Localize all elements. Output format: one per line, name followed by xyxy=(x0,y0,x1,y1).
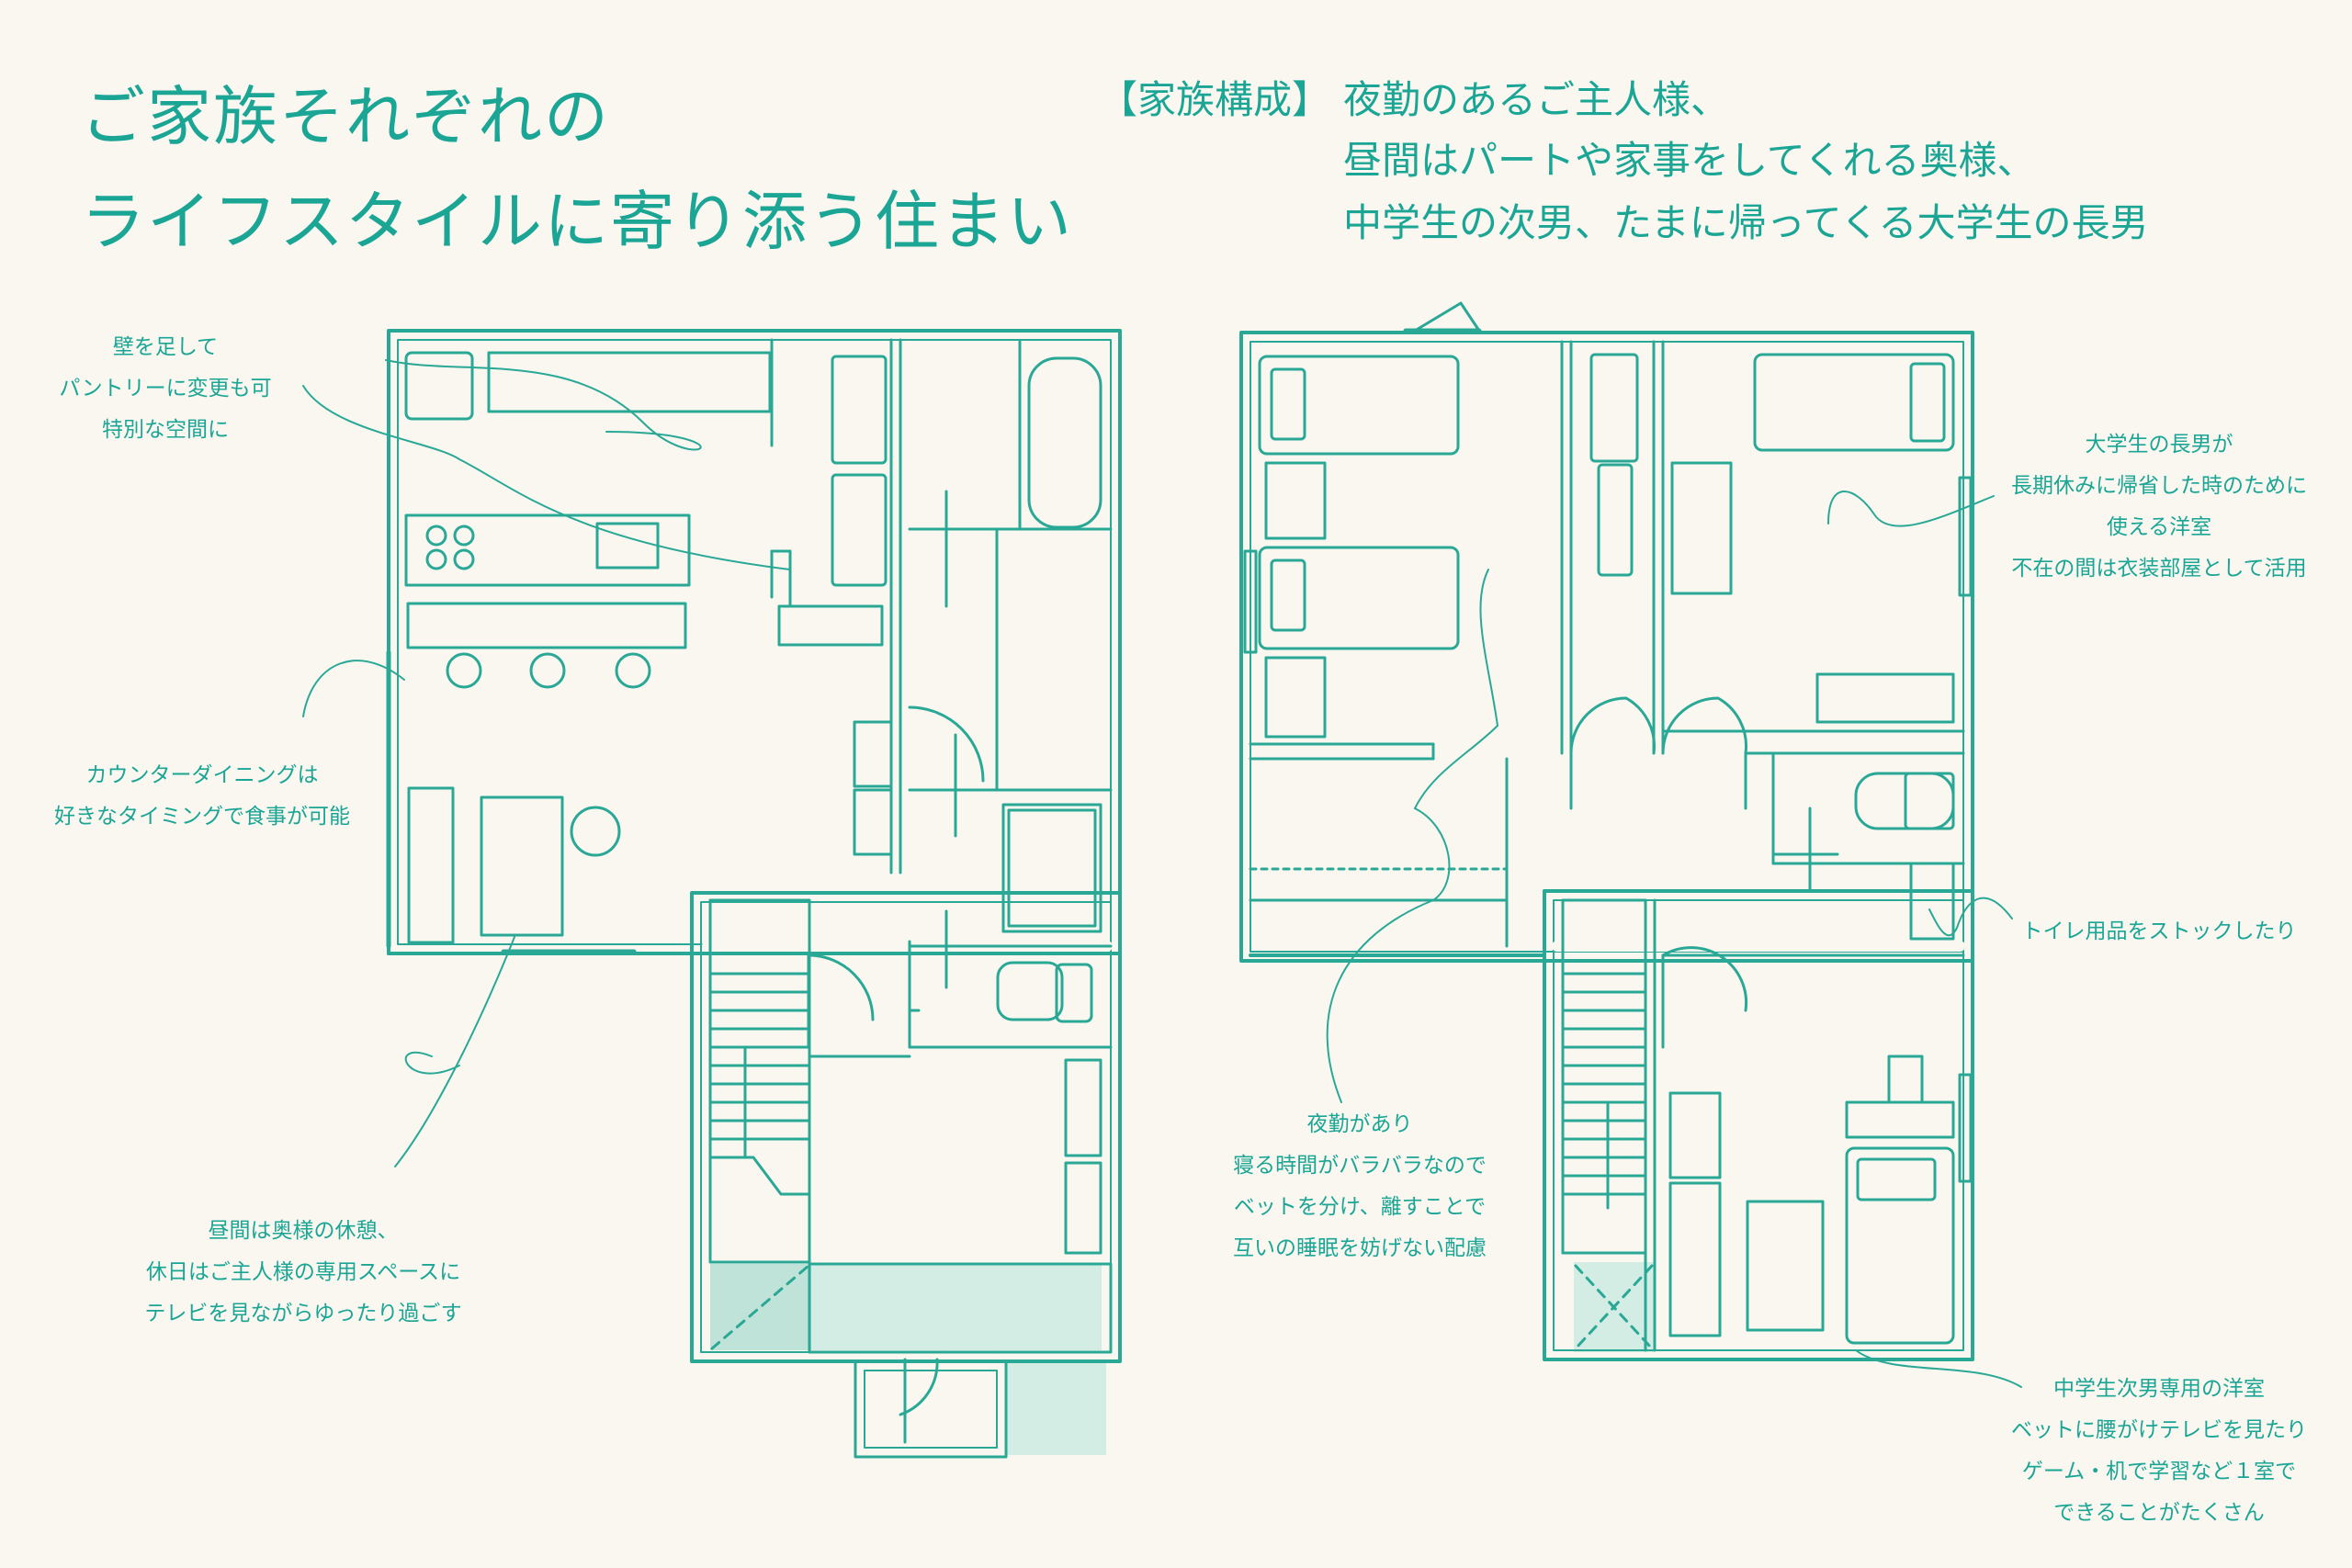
note-eldest-line-3: 使える洋室 xyxy=(2106,515,2212,539)
note-eldest-line-2: 長期休みに帰省した時のために xyxy=(2011,474,2307,498)
note-eldest-room: 大学生の長男が 長期休みに帰省した時のために 使える洋室 不在の間は衣装部屋とし… xyxy=(1975,424,2343,590)
note-night-line-4: 互いの睡眠を妨げない配慮 xyxy=(1233,1236,1487,1260)
note-second-line-2: ベットに腰がけテレビを見たり xyxy=(2011,1418,2307,1442)
note-counter: カウンターダイニングは 好きなタイミングで食事が可能 xyxy=(18,755,386,838)
note-living-line-3: テレビを見ながらゆったり過ごす xyxy=(144,1302,462,1325)
title-line-1: ご家族それぞれの xyxy=(81,79,610,154)
note-eldest-line-1: 大学生の長男が xyxy=(2085,433,2233,457)
family-line-2: 昼間はパートや家事をしてくれる奥様、 xyxy=(1343,138,2036,183)
note-toilet-line-1: トイレ用品をストックしたり xyxy=(2021,919,2297,943)
note-night-line-1: 夜勤があり xyxy=(1306,1112,1413,1136)
note-second-line-4: できることがたくさん xyxy=(2053,1501,2265,1525)
note-pantry-line-1: 壁を足して xyxy=(112,335,219,359)
note-toilet: トイレ用品をストックしたり xyxy=(2003,911,2315,953)
note-eldest-line-4: 不在の間は衣装部屋として活用 xyxy=(2011,557,2307,581)
note-living-line-2: 休日はご主人様の専用スペースに xyxy=(145,1260,461,1284)
second-floor-plan xyxy=(1239,301,1974,1361)
first-floor-plan xyxy=(386,329,1122,1459)
title-line-2: ライフスタイルに寄り添う住まい xyxy=(81,184,1073,259)
note-living-line-1: 昼間は奥様の休憩、 xyxy=(208,1219,399,1243)
family-line-1: 夜勤のあるご主人様、 xyxy=(1343,77,1730,122)
note-night-line-2: 寝る時間がバラバラなので xyxy=(1233,1154,1487,1178)
family-label: 【家族構成】 xyxy=(1099,77,1331,122)
note-night-shift: 夜勤があり 寝る時間がバラバラなので ベットを分け、離すことで 互いの睡眠を妨げ… xyxy=(1194,1104,1525,1269)
note-pantry-line-2: パントリーに変更も可 xyxy=(59,377,272,400)
family-line-3: 中学生の次男、たまに帰ってくる大学生の長男 xyxy=(1343,200,2149,245)
note-second-line-1: 中学生次男専用の洋室 xyxy=(2053,1377,2265,1401)
note-counter-line-1: カウンターダイニングは xyxy=(85,763,319,787)
note-pantry: 壁を足して パントリーに変更も可 特別な空間に xyxy=(28,327,303,451)
note-night-line-3: ベットを分け、離すことで xyxy=(1233,1195,1487,1219)
note-second-line-3: ゲーム・机で学習など１室で xyxy=(2021,1460,2297,1483)
leader-lines xyxy=(302,359,2022,1388)
note-pantry-line-3: 特別な空間に xyxy=(102,418,229,442)
note-counter-line-2: 好きなタイミングで食事が可能 xyxy=(54,805,350,829)
note-living: 昼間は奥様の休憩、 休日はご主人様の専用スペースに テレビを見ながらゆったり過ご… xyxy=(110,1211,496,1335)
note-second-son-room: 中学生次男専用の洋室 ベットに腰がけテレビを見たり ゲーム・机で学習など１室で … xyxy=(1984,1369,2334,1534)
